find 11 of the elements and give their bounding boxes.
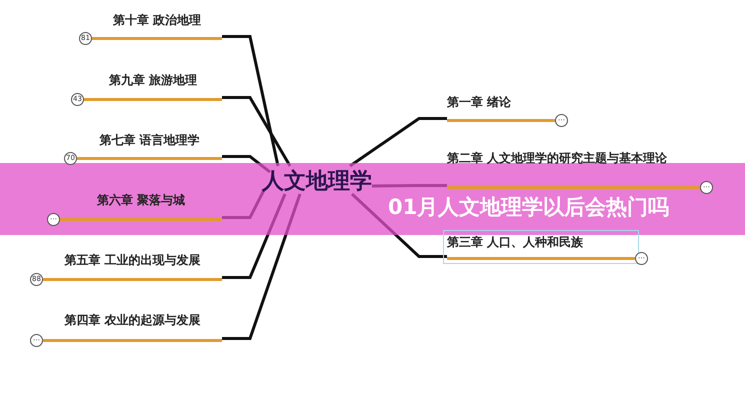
chapter-title: 第二章 人文地理学的研究主题与基本理论 — [447, 150, 668, 166]
chapter-title: 第四章 农业的起源与发展 — [63, 312, 202, 328]
chapter-title: 第一章 绪论 — [447, 94, 512, 110]
chapter-title: 第三章 人口、人种和民族 — [447, 234, 584, 250]
title: 01月人文地理学以后会热门吗 — [388, 194, 670, 221]
chapter-title: 第九章 旅游地理 — [108, 72, 198, 88]
chapter-title: 第五章 工业的出现与发展 — [63, 252, 202, 268]
chapter-title: 第六章 聚落与城 — [96, 192, 186, 208]
chapter-title: 第七章 语言地理学 — [98, 132, 201, 148]
topic-text: 人文地理学 — [262, 166, 372, 196]
chapter-title: 第十章 政治地理 — [112, 12, 202, 28]
